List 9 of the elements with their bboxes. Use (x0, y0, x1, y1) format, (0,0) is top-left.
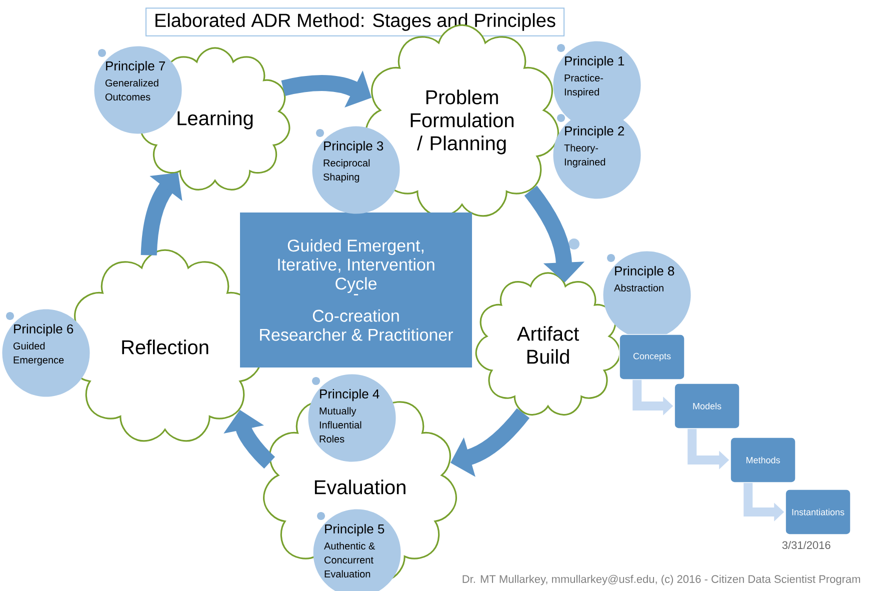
step-box: Concepts (619, 334, 685, 380)
step-box: Methods (730, 437, 796, 483)
node-label: Theory-Ingrained (564, 144, 606, 168)
step-box: Instantiations (785, 489, 851, 535)
step-box: Models (674, 383, 740, 429)
node-label: Principle 1 (565, 56, 624, 68)
cycle-box: Guided Emergent, Iterative, Intervention Cycle - Co-creation Researcher & Practitioner (240, 212, 472, 368)
node-label: Practice-Inspired (564, 74, 604, 98)
footer-text: Dr. MT Mullarkey, mmullarkey@usf.edu, (c) 2016 - Citizen Data Scientist Program (462, 574, 860, 586)
